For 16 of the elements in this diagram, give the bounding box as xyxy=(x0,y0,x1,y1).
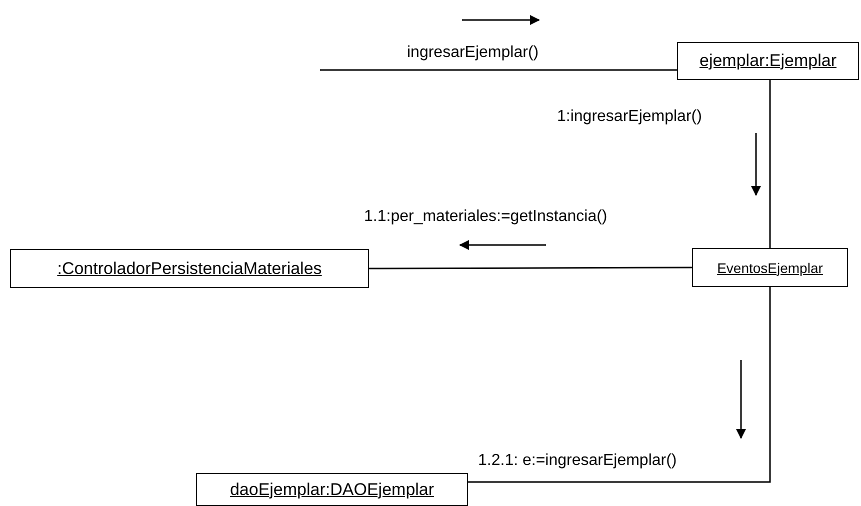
edge-label: ingresarEjemplar() xyxy=(405,44,541,62)
connector-line xyxy=(320,69,677,71)
object-box xyxy=(196,473,468,506)
object-box xyxy=(692,248,848,287)
object-box xyxy=(10,249,369,288)
connector-line xyxy=(468,287,771,483)
object-name: :ControladorPersistenciaMateriales xyxy=(57,258,322,278)
connector-line xyxy=(769,80,771,248)
connector-line xyxy=(369,266,692,270)
object-name: ejemplar:Ejemplar xyxy=(700,51,836,71)
edge-label: 1:ingresarEjemplar() xyxy=(555,108,704,126)
object-name: EventosEjemplar xyxy=(717,260,823,276)
edge-label: 1.1:per_materiales:=getInstancia() xyxy=(362,208,610,226)
edge-label: 1.2.1: e:=ingresarEjemplar() xyxy=(476,452,679,470)
object-name: daoEjemplar:DAOEjemplar xyxy=(230,480,434,500)
object-box xyxy=(677,42,859,80)
